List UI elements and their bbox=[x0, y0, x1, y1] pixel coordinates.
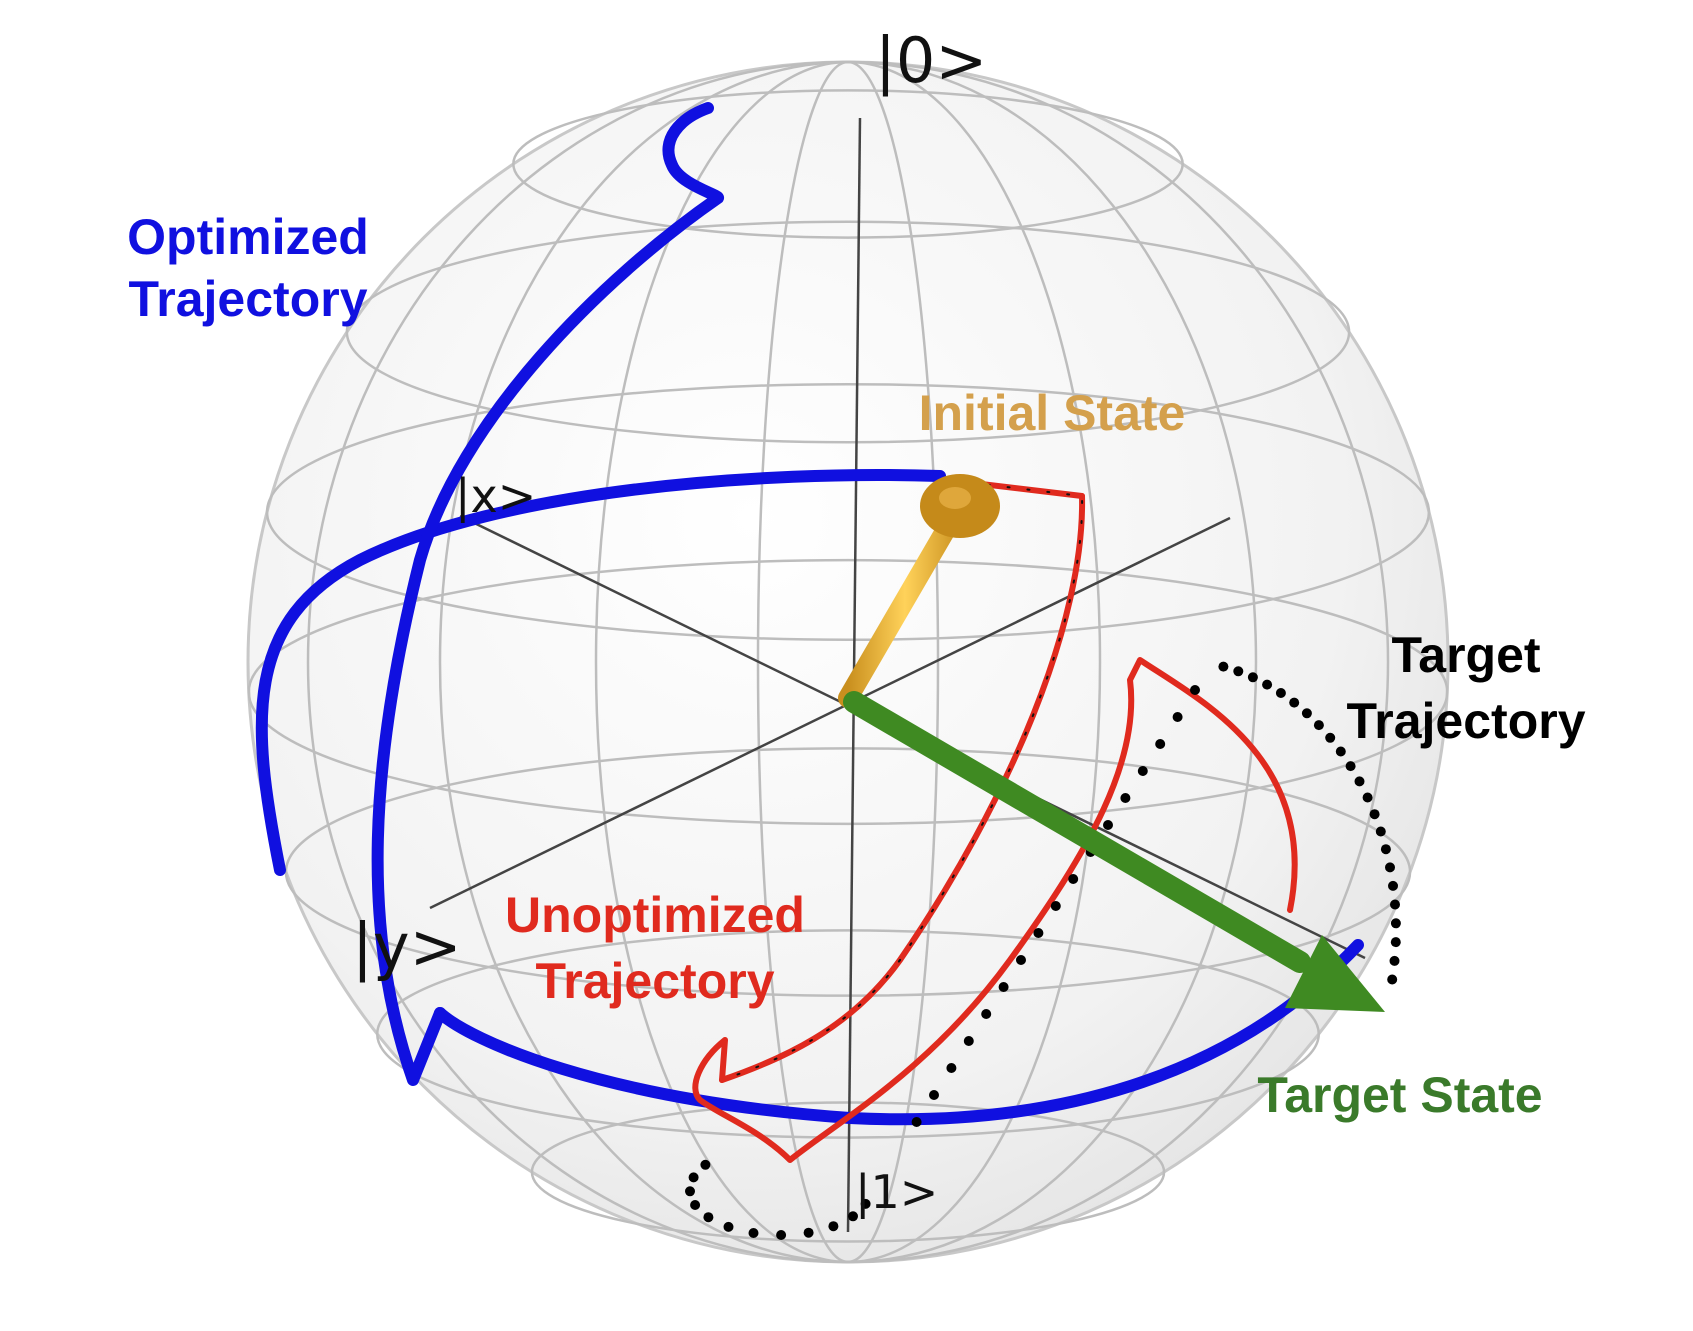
target-trajectory-dot bbox=[1385, 862, 1395, 873]
target-trajectory-dot bbox=[848, 1211, 858, 1222]
target-trajectory-dot bbox=[1390, 937, 1401, 948]
target-trajectory-dot bbox=[1137, 766, 1148, 776]
target-trajectory bbox=[685, 661, 1401, 1240]
target-trajectory-dot bbox=[803, 1227, 814, 1238]
unoptimized-label-line1: Unoptimized bbox=[505, 887, 805, 943]
target-trajectory-dot bbox=[1050, 901, 1061, 911]
optimized-trajectory-lower bbox=[434, 939, 1364, 1126]
target-trajectory-dot bbox=[748, 1228, 759, 1238]
target-trajectory-dot bbox=[1218, 661, 1229, 672]
target-trajectory-dot bbox=[1389, 955, 1400, 966]
target-trajectory-dot bbox=[1103, 820, 1113, 830]
target-trajectory-dot bbox=[1387, 974, 1398, 985]
latitude-line bbox=[512, 89, 1184, 239]
target-trajectory-dot bbox=[1390, 899, 1400, 910]
latitude-line bbox=[247, 558, 1449, 826]
initial-state-vector bbox=[838, 474, 1000, 708]
target-trajectory-dot bbox=[1335, 746, 1346, 757]
label-zero: |0> bbox=[875, 24, 987, 98]
target-trajectory-dot bbox=[911, 1117, 922, 1127]
optimized-trajectory-meridian bbox=[371, 102, 725, 1086]
target-trajectory-dot bbox=[1016, 955, 1026, 965]
unoptimized-trajectory-hook bbox=[692, 657, 1298, 1163]
target-trajectory-dot bbox=[1362, 792, 1373, 803]
axis-labels: |0> |1> |x> |y> bbox=[352, 24, 987, 1220]
latitude-line bbox=[530, 1101, 1166, 1243]
initial-state-head-highlight bbox=[939, 487, 971, 509]
target-trajectory-dot bbox=[1388, 880, 1398, 891]
unoptimized-trajectory-right-edge bbox=[719, 493, 1086, 1083]
unoptimized-label-line2: Trajectory bbox=[535, 953, 774, 1009]
target-trajectory-dot bbox=[981, 1009, 992, 1019]
optimized-label-line2: Trajectory bbox=[128, 271, 367, 327]
target-state-shaft bbox=[843, 691, 1311, 973]
target-trajectory-dot bbox=[1354, 776, 1365, 787]
target-trajectory-dot bbox=[1275, 688, 1286, 698]
trajectory-labels: Optimized Trajectory Initial State Targe… bbox=[127, 209, 1586, 1123]
target-trajectory-dot bbox=[963, 1036, 974, 1046]
latitude-line bbox=[284, 747, 1412, 997]
target-trajectory-dot bbox=[685, 1186, 695, 1197]
target-trajectory-dot bbox=[1172, 712, 1183, 722]
target-trajectory-dot bbox=[998, 982, 1009, 992]
target-trajectory-dot bbox=[1390, 918, 1401, 929]
target-trajectory-dot bbox=[1068, 874, 1079, 884]
target-trajectory-dot bbox=[860, 1198, 871, 1209]
target-trajectory-dot bbox=[1033, 928, 1044, 938]
optimized-label-line1: Optimized bbox=[127, 209, 369, 265]
target-trajectory-dot bbox=[723, 1221, 734, 1232]
target-trajectory-dot bbox=[1380, 844, 1391, 855]
target-state-vector bbox=[843, 691, 1385, 1012]
target-trajectory-dot bbox=[828, 1221, 839, 1232]
target-trajectory-label-line1: Target bbox=[1391, 627, 1540, 683]
target-trajectory-dot bbox=[929, 1090, 939, 1100]
target-trajectory-dot bbox=[1375, 826, 1386, 837]
target-trajectory-dot bbox=[703, 1212, 714, 1223]
target-trajectory-dot bbox=[1120, 793, 1131, 803]
target-state-label: Target State bbox=[1257, 1067, 1542, 1123]
target-trajectory-label-line2: Trajectory bbox=[1346, 693, 1585, 749]
latitude-line bbox=[345, 220, 1351, 444]
target-trajectory-dot bbox=[776, 1230, 787, 1240]
optimized-trajectory-equator bbox=[255, 469, 946, 876]
y-axis bbox=[429, 516, 1231, 910]
target-trajectory-dot bbox=[1345, 761, 1356, 772]
target-trajectory-dot bbox=[690, 1200, 701, 1210]
label-one: |1> bbox=[855, 1165, 938, 1220]
label-y: |y> bbox=[352, 910, 462, 984]
target-trajectory-dot bbox=[1155, 739, 1166, 749]
target-trajectory-dot bbox=[1369, 809, 1380, 820]
target-trajectory-dot bbox=[1289, 697, 1300, 708]
target-trajectory-dot bbox=[700, 1159, 711, 1170]
initial-state-label: Initial State bbox=[919, 385, 1186, 441]
target-trajectory-dot bbox=[1313, 720, 1324, 731]
latitude-line bbox=[265, 382, 1431, 642]
target-trajectory-dot bbox=[1325, 732, 1336, 743]
longitude-line bbox=[306, 60, 1390, 1264]
target-trajectory-dot bbox=[1301, 708, 1312, 719]
target-trajectory-dot bbox=[1190, 685, 1200, 695]
target-trajectory-dot bbox=[1262, 679, 1273, 690]
label-x: |x> bbox=[455, 469, 536, 524]
target-trajectory-dot bbox=[946, 1063, 957, 1073]
optimized-trajectory bbox=[255, 102, 1364, 1126]
target-trajectory-dot bbox=[1233, 666, 1244, 677]
target-trajectory-dot bbox=[688, 1172, 699, 1183]
target-state-arrowhead bbox=[1285, 935, 1385, 1012]
target-trajectory-dot bbox=[1247, 672, 1258, 683]
